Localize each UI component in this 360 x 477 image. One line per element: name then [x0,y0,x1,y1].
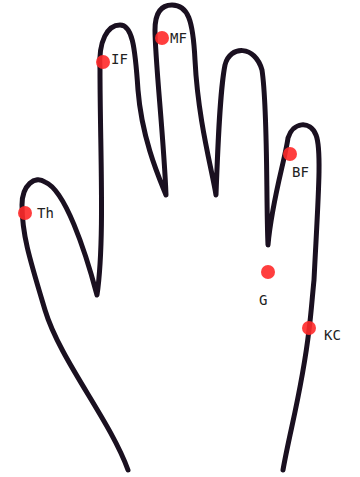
marker-dot [155,31,169,45]
hand-outline [22,5,319,470]
marker-label: BF [292,164,309,180]
marker-label: IF [111,51,128,67]
marker-dot [96,55,110,69]
marker-dots [18,31,316,335]
marker-label: MF [170,30,187,46]
marker-dot [261,265,275,279]
marker-dot [18,206,32,220]
marker-dot [302,321,316,335]
marker-label: Th [37,205,54,221]
marker-label: KC [324,327,341,343]
marker-label: G [259,292,267,308]
marker-dot [283,147,297,161]
